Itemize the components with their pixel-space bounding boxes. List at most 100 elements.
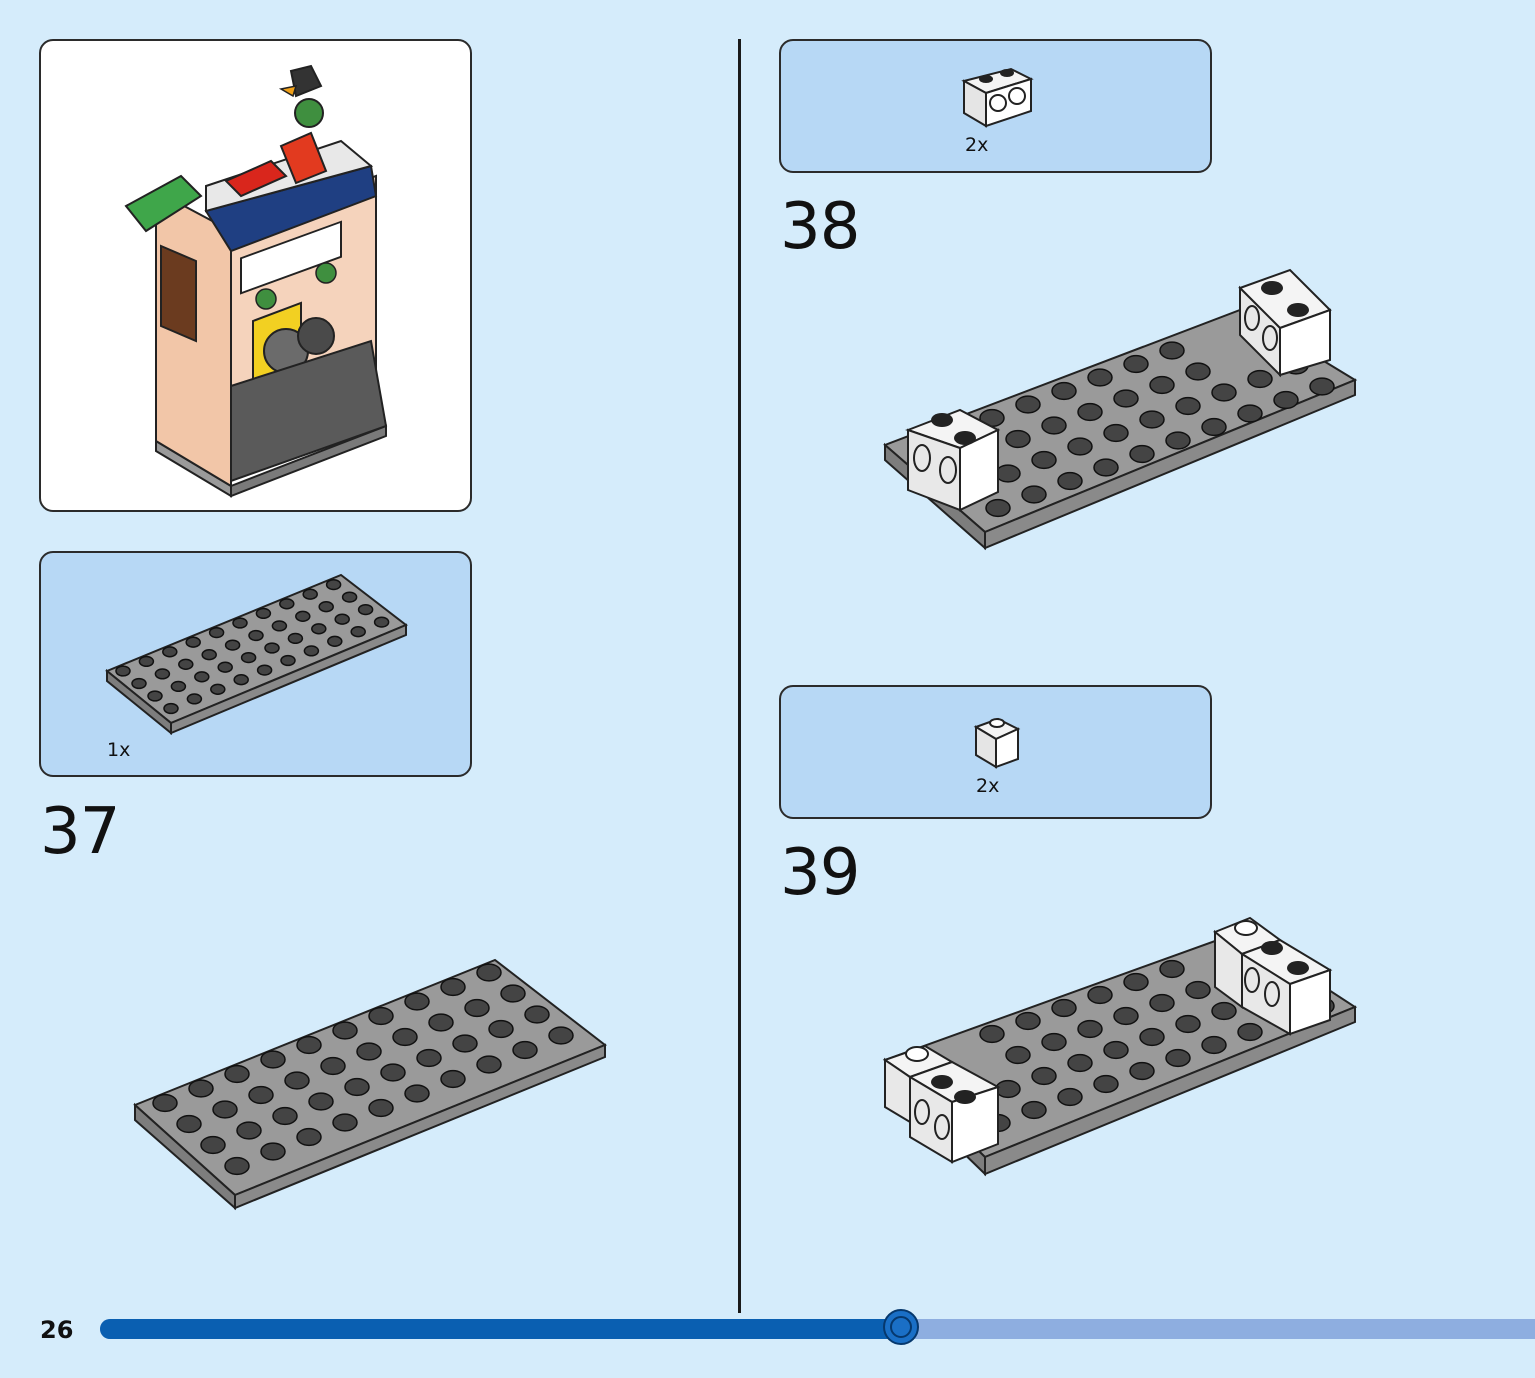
stud xyxy=(1273,390,1299,410)
stud xyxy=(1077,402,1103,422)
stud xyxy=(1237,1022,1263,1042)
stud xyxy=(548,1026,574,1045)
stud xyxy=(404,1084,430,1103)
stud xyxy=(1185,362,1211,381)
stud xyxy=(1201,1035,1227,1055)
stud xyxy=(232,617,248,629)
stud xyxy=(1123,972,1149,992)
step-37-assembly-image xyxy=(133,958,607,1211)
stud xyxy=(264,642,280,654)
stud xyxy=(260,1142,286,1161)
stud xyxy=(325,578,342,591)
stud xyxy=(318,601,334,613)
stud xyxy=(1067,1053,1093,1073)
stud xyxy=(1149,375,1175,395)
stud xyxy=(368,1006,394,1026)
stud xyxy=(224,639,241,651)
stud xyxy=(131,677,147,690)
step-37-part-quantity: 1x xyxy=(107,739,131,761)
stud xyxy=(1015,395,1041,414)
step-38-number: 38 xyxy=(780,190,860,264)
stud xyxy=(1123,354,1149,374)
stud xyxy=(162,646,178,658)
stud xyxy=(334,613,350,625)
stud xyxy=(138,655,155,668)
stud xyxy=(295,610,311,622)
stud xyxy=(344,1077,370,1097)
stud xyxy=(320,1056,346,1076)
step-37-parts-box: 1x xyxy=(39,551,472,777)
stud xyxy=(236,1121,262,1140)
stud xyxy=(1175,1014,1201,1034)
stud xyxy=(1237,404,1263,423)
stud xyxy=(308,1092,334,1111)
stud xyxy=(188,1079,214,1098)
stud xyxy=(200,1135,226,1155)
stud xyxy=(1051,381,1077,401)
stud xyxy=(255,607,272,620)
model-house-image xyxy=(124,64,388,498)
stud xyxy=(476,1055,502,1074)
stud xyxy=(201,649,217,661)
step-39-part-quantity: 2x xyxy=(976,775,1000,797)
stud xyxy=(332,1021,358,1040)
finished-model-preview xyxy=(39,39,472,512)
brick-1x1-part-image xyxy=(973,717,1021,769)
step-38-assembly-image xyxy=(883,268,1358,551)
stud xyxy=(217,661,233,673)
page-number: 26 xyxy=(40,1316,74,1344)
stud xyxy=(356,1042,382,1061)
stud xyxy=(233,674,249,686)
stud xyxy=(212,1100,238,1119)
step-38-parts-box: 2x xyxy=(779,39,1212,173)
stud xyxy=(303,645,320,657)
stud xyxy=(224,1064,250,1084)
stud xyxy=(332,1113,358,1132)
step-37-number: 37 xyxy=(40,795,120,869)
stud xyxy=(163,702,179,715)
stud xyxy=(1015,1011,1041,1031)
stud xyxy=(1129,1061,1155,1081)
stud xyxy=(1159,341,1185,360)
progress-knob xyxy=(883,1309,919,1345)
stud xyxy=(210,683,226,695)
stud xyxy=(224,1156,250,1176)
stud xyxy=(152,1093,178,1113)
stud xyxy=(178,658,194,670)
stud xyxy=(176,1114,202,1134)
stud xyxy=(1021,1100,1047,1120)
brick-1x2-holes-part-image xyxy=(961,67,1034,128)
stud xyxy=(1247,369,1273,389)
stud xyxy=(1113,389,1139,408)
stud xyxy=(170,680,187,693)
stud xyxy=(1077,1019,1103,1039)
stud xyxy=(1201,417,1227,437)
stud xyxy=(284,1071,310,1090)
stud xyxy=(1211,1001,1237,1021)
stud xyxy=(248,1085,274,1105)
stud xyxy=(1185,980,1211,1000)
stud xyxy=(1005,1045,1031,1065)
stud xyxy=(368,1098,394,1118)
stud xyxy=(1041,1032,1067,1052)
stud xyxy=(1175,396,1201,416)
stud xyxy=(1021,485,1047,504)
stud xyxy=(1149,993,1175,1013)
stud xyxy=(416,1048,442,1068)
stud xyxy=(404,992,430,1011)
stud xyxy=(248,629,264,642)
stud xyxy=(1309,377,1335,396)
stud xyxy=(1113,1006,1139,1026)
stud xyxy=(1031,450,1057,470)
stud xyxy=(256,664,273,676)
stud xyxy=(1139,410,1165,429)
stud xyxy=(1087,985,1113,1005)
stud xyxy=(311,623,327,635)
stud xyxy=(440,1069,466,1089)
stud xyxy=(440,977,466,997)
plate-4x10-part-image xyxy=(105,573,408,736)
progress-track xyxy=(100,1319,1535,1339)
stud xyxy=(512,1040,538,1060)
step-38-part-quantity: 2x xyxy=(965,134,989,156)
stud xyxy=(287,632,304,645)
